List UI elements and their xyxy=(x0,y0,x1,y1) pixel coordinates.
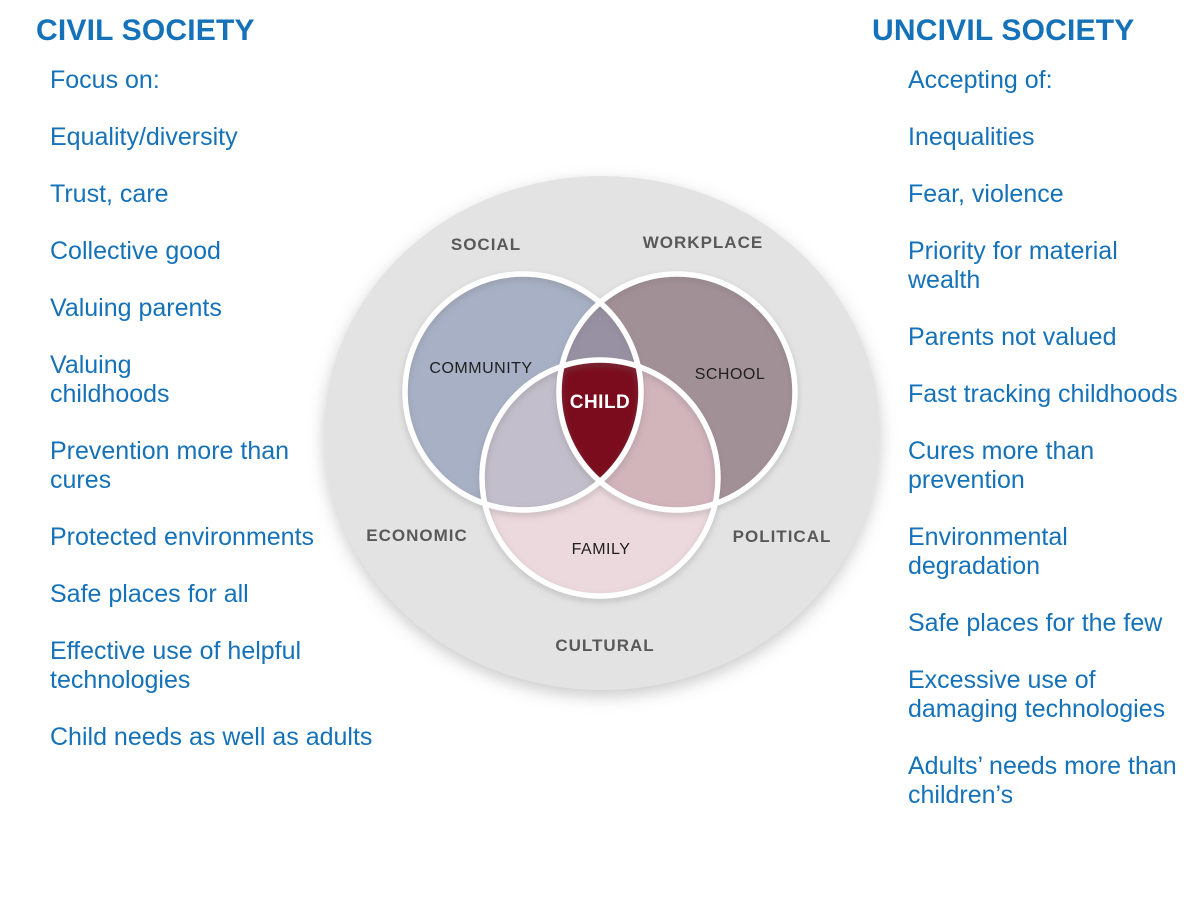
circle-label-school: SCHOOL xyxy=(695,366,766,383)
uncivil-society-item: Cures more than prevention xyxy=(908,437,1095,494)
family-ring xyxy=(479,357,721,599)
uncivil-society-item: Safe places for the few xyxy=(908,609,1163,637)
civil-society-item: Equality/diversity xyxy=(50,123,238,151)
school-ring xyxy=(556,271,798,513)
sector-label-economic: ECONOMIC xyxy=(366,526,468,545)
uncivil-society-title: UNCIVIL SOCIETY xyxy=(872,14,1135,47)
civil-society-list: Focus on: Equality/diversity Trust, care… xyxy=(50,66,376,752)
uncivil-society-item: Priority for material wealth xyxy=(908,237,1118,294)
uncivil-society-item: Adults’ needs more than children’s xyxy=(908,752,1177,809)
uncivil-society-item: Excessive use of damaging technologies xyxy=(908,666,1166,723)
center-label-child: CHILD xyxy=(570,392,631,413)
civil-society-item: Valuing parents xyxy=(50,294,222,322)
uncivil-society-item: Parents not valued xyxy=(908,323,1117,351)
civil-society-item: Protected environments xyxy=(50,523,315,551)
civil-society-intro: Focus on: xyxy=(50,66,160,94)
sector-label-social: SOCIAL xyxy=(451,235,521,254)
sector-label-political: POLITICAL xyxy=(733,527,832,546)
civil-society-panel: CIVIL SOCIETY Focus on: Equality/diversi… xyxy=(36,14,376,780)
venn-diagram-svg: SOCIAL WORKPLACE ECONOMIC POLITICAL CULT… xyxy=(324,176,880,690)
uncivil-society-list: Accepting of: Inequalities Fear, violenc… xyxy=(908,66,1200,810)
civil-society-item: Collective good xyxy=(50,237,221,265)
venn-diagram: SOCIAL WORKPLACE ECONOMIC POLITICAL CULT… xyxy=(324,176,880,690)
sector-label-workplace: WORKPLACE xyxy=(643,233,763,252)
civil-society-item: Safe places for all xyxy=(50,580,249,608)
uncivil-society-item: Fear, violence xyxy=(908,180,1064,208)
civil-society-item: Trust, care xyxy=(50,180,169,208)
uncivil-society-item: Inequalities xyxy=(908,123,1035,151)
circle-label-community: COMMUNITY xyxy=(429,360,532,377)
circle-label-family: FAMILY xyxy=(572,541,631,558)
uncivil-society-item: Environmental degradation xyxy=(908,523,1068,580)
uncivil-society-panel: UNCIVIL SOCIETY Accepting of: Inequaliti… xyxy=(872,14,1200,838)
uncivil-society-intro: Accepting of: xyxy=(908,66,1053,94)
uncivil-society-item: Fast tracking childhoods xyxy=(908,380,1178,408)
community-ring xyxy=(402,271,644,513)
civil-society-item: Effective use of helpful technologies xyxy=(50,637,302,694)
civil-society-title: CIVIL SOCIETY xyxy=(36,14,255,47)
civil-society-item: Valuing childhoods xyxy=(50,351,170,408)
sector-label-cultural: CULTURAL xyxy=(555,636,654,655)
civil-society-item: Prevention more than cures xyxy=(50,437,290,494)
circle-outlines xyxy=(402,271,798,599)
civil-society-item: Child needs as well as adults xyxy=(50,723,373,751)
